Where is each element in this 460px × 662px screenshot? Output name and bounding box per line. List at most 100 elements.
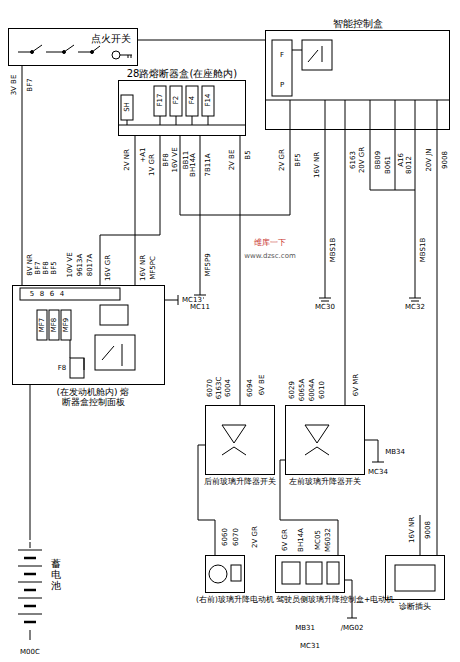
component-name: 左前玻璃升降器开关 <box>289 478 361 487</box>
component-box: 左前玻璃升降器开关 <box>285 405 365 475</box>
wire-code: 1V GR <box>149 153 156 177</box>
wire-code: 2V GR <box>252 525 259 549</box>
wire-code: 8017A <box>87 253 94 278</box>
terminal-label: F8 <box>57 365 67 372</box>
wire <box>420 515 421 555</box>
wire-code: 9008 <box>425 520 432 540</box>
wire-code: MBS1B <box>330 237 337 263</box>
wire-code: 20V GR <box>359 146 366 174</box>
terminal-label: MC31 <box>299 643 321 650</box>
wire-code: 8012 <box>406 155 413 175</box>
component-box: 后前玻璃升降器开关 <box>205 405 275 475</box>
wire-code: 16V VE <box>172 146 179 173</box>
terminal-label: /MG02 <box>340 625 365 632</box>
component-name: (右前)玻璃升降电动机 <box>196 596 274 604</box>
wire-code: 16V NR <box>314 151 321 179</box>
wire-code: F14 <box>205 93 212 108</box>
wire-code: 9613A <box>77 253 84 278</box>
wire-code: MF8 <box>51 317 58 334</box>
terminal-label: P <box>279 82 285 89</box>
component-box: (右前)玻璃升降电动机 <box>205 555 245 593</box>
component-name: 智能控制盒 <box>333 18 383 29</box>
wire <box>100 136 160 285</box>
terminal-label: MC32 <box>404 304 426 311</box>
relay-bar <box>272 40 292 96</box>
wire-code: BB09 <box>375 150 382 171</box>
wire-code: M6032 <box>325 527 332 553</box>
wire-code: F4 <box>189 95 196 105</box>
terminal-label: 维库一下 <box>253 239 287 247</box>
wire-code: SH <box>124 101 131 113</box>
wire-code: 16V GR <box>105 254 112 282</box>
wire-code: 16V NR <box>409 516 416 544</box>
component-name: 后前玻璃升降器开关 <box>204 478 276 487</box>
wire-code: 6094 <box>247 378 254 398</box>
wire-code: A16 <box>398 152 405 168</box>
wire-code: 6V GR <box>282 528 289 552</box>
wire-code: BF7 <box>35 260 42 275</box>
wire-code: BF8 <box>163 152 170 167</box>
relay <box>95 335 135 370</box>
module <box>100 305 128 325</box>
wire <box>365 440 384 462</box>
terminal-label: MB34 <box>384 449 406 456</box>
wire-code: F2 <box>173 95 180 105</box>
component-name: 28路熔断器盒(在座舱内) <box>127 68 238 79</box>
wire-code: MF5P9 <box>205 252 212 277</box>
wire-code: BF8 <box>43 260 50 275</box>
wire-code: 6163C <box>216 376 223 401</box>
wire <box>135 136 136 285</box>
terminal-label: MC30 <box>314 304 336 311</box>
component-box: 28路熔断器盒(在座舱内) <box>118 80 246 136</box>
wire <box>180 130 290 215</box>
wire <box>437 130 438 555</box>
terminal-label: MC11 <box>189 304 211 311</box>
wire-code: 10V VE <box>67 251 74 278</box>
relay <box>302 40 332 70</box>
terminal-label: MB31 <box>294 625 316 632</box>
wire-code: MF9 <box>63 317 70 334</box>
wire-code: 6004 <box>225 378 232 398</box>
wire-code: B5 <box>245 149 252 160</box>
component-box: 驾驶员侧玻璃升降控制盒+电动机 <box>275 555 345 593</box>
wire <box>22 66 23 285</box>
wire-code: BH14A <box>190 152 197 178</box>
wire-code: B061 <box>385 155 392 175</box>
terminal-label: 8 <box>39 291 45 298</box>
wire-code: MF5PC <box>150 255 157 281</box>
component-name: 驾驶员侧玻璃升降控制盒+电动机 <box>276 596 394 604</box>
component-name: 点火开关 <box>91 33 131 44</box>
wire-code: 6163 <box>350 150 357 170</box>
component-name: 蓄电池 <box>51 558 61 591</box>
wire-code: MBS1B <box>420 237 427 263</box>
wire-code: 6V MR <box>353 373 360 397</box>
wire-code: MF7 <box>39 317 46 334</box>
wire-code: 6070 <box>233 527 240 547</box>
battery-cells <box>18 542 42 640</box>
terminal-label: 6 <box>49 291 55 298</box>
wire-code: 16V NR <box>140 254 147 282</box>
switch-symbol <box>305 425 329 455</box>
terminal-label: MC13 <box>181 297 203 304</box>
wire <box>30 385 31 540</box>
wire <box>138 40 265 41</box>
wire-code: 6065A <box>299 378 306 403</box>
wire-code: +A1 <box>140 146 147 163</box>
wire-code: 2V NR <box>124 148 131 172</box>
module <box>282 562 300 584</box>
component-box: 点火开关 <box>8 28 138 66</box>
terminal-label: 4 <box>59 291 65 298</box>
connector <box>395 565 435 591</box>
fuse <box>121 95 133 120</box>
wire-code: 6010 <box>319 380 326 400</box>
wire-code: F17 <box>157 93 164 108</box>
wire-code: BB11 <box>183 150 190 171</box>
wire-code: 20V JN <box>426 147 433 172</box>
wire-code: 6070 <box>207 378 214 398</box>
component-box: 诊断插头 <box>385 555 445 600</box>
battery-symbol: 蓄电池 <box>15 540 45 640</box>
switch-symbol <box>222 425 246 455</box>
wire <box>345 130 346 405</box>
terminal-label: www.dzsc.com <box>243 253 297 260</box>
wire <box>319 130 331 301</box>
